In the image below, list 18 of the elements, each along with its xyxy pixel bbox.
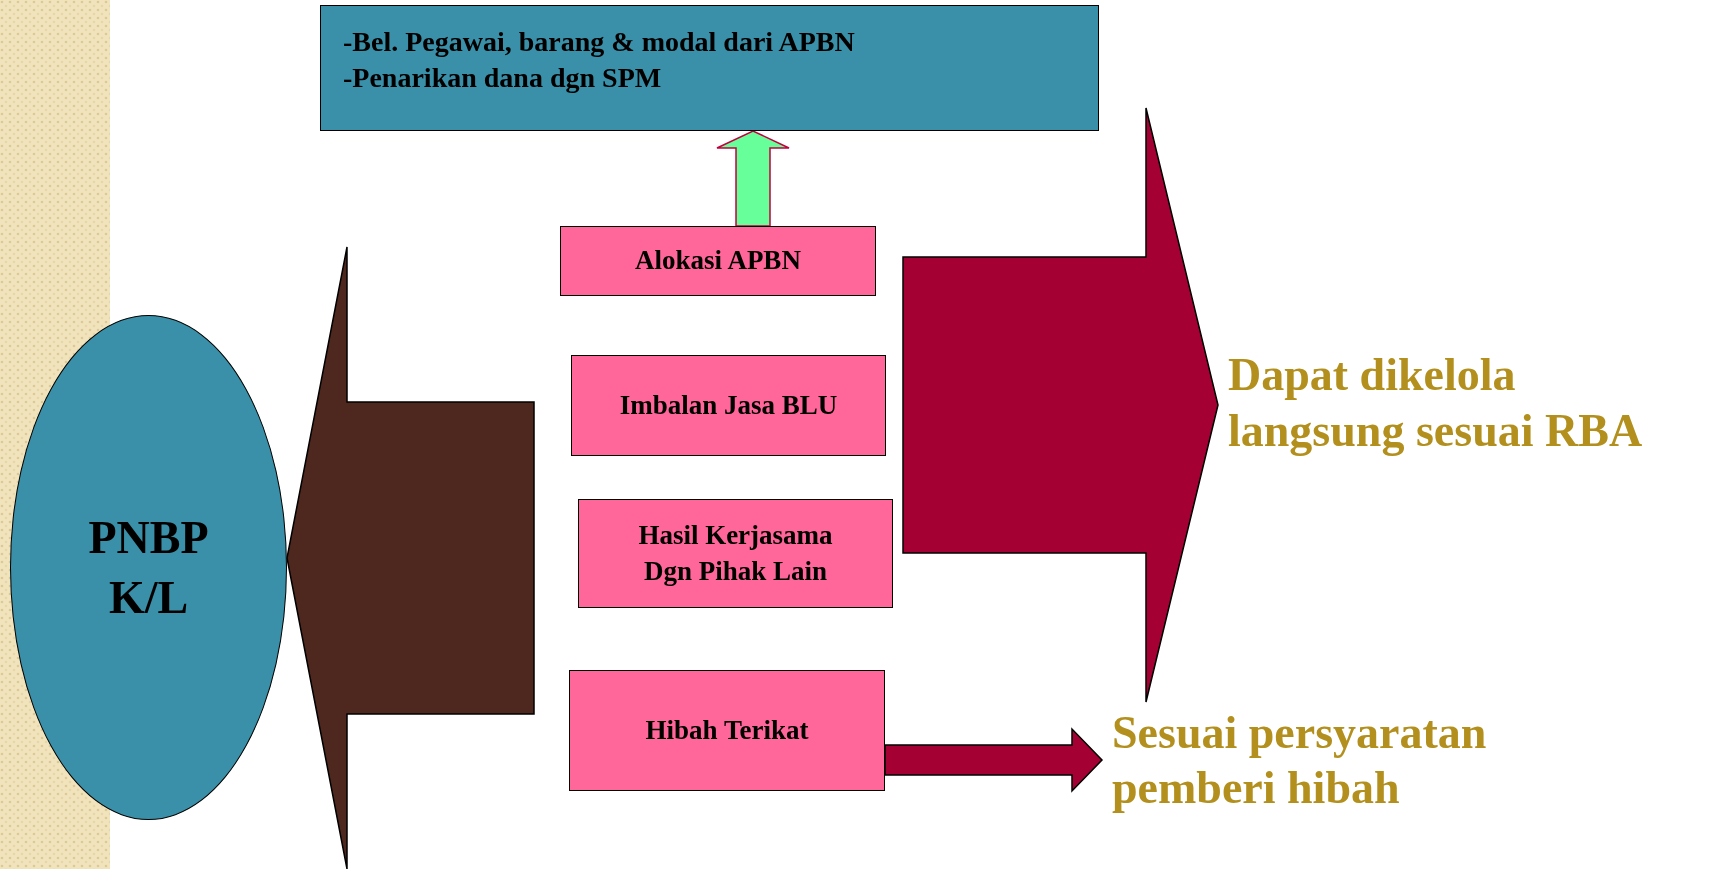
process-box (560, 226, 876, 296)
block-arrow (716, 130, 790, 227)
node-text: Hasil Kerjasama Dgn Pihak Lain (637, 519, 834, 588)
block-arrow (286, 246, 535, 869)
node-text: -Bel. Pegawai, barang & modal dari APBN (343, 25, 856, 59)
node-text: Dapat dikelola langsung sesuai RBA (1228, 348, 1644, 458)
node-text: Sesuai persyaratan pemberi hibah (1112, 705, 1488, 815)
node-text: Imbalan Jasa BLU (618, 388, 839, 422)
node-text: Alokasi APBN (634, 244, 802, 278)
block-arrow (902, 107, 1219, 703)
node-text: Hibah Terikat (644, 713, 810, 747)
process-box (569, 670, 885, 791)
node-text: PNBP K/L (87, 510, 210, 625)
block-arrow (884, 727, 1104, 793)
process-box (571, 355, 886, 456)
node-text: -Penarikan dana dgn SPM (343, 61, 663, 96)
process-box (578, 499, 893, 608)
process-box (320, 5, 1099, 131)
